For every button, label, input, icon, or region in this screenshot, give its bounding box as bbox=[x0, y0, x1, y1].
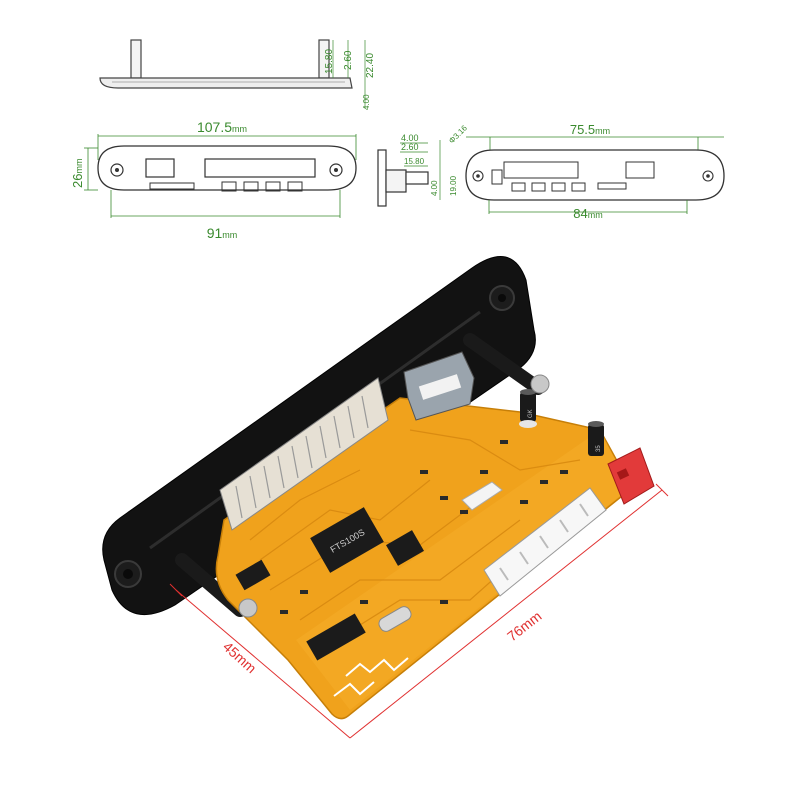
front-width-bottom-value: 91 bbox=[207, 225, 223, 241]
connector-pins bbox=[235, 395, 369, 519]
front-height-unit: mm bbox=[74, 159, 84, 174]
small-width-top: 75.5mm bbox=[570, 122, 610, 137]
power-terminal bbox=[607, 447, 655, 505]
small-side-dim-4-00-b: 4.00 bbox=[430, 180, 439, 196]
main-chip bbox=[310, 507, 384, 573]
hole-diameter: Φ3.16 bbox=[447, 123, 469, 145]
capacitor-1-label: GK bbox=[528, 409, 534, 418]
side-view-small: 4.00 2.60 15.80 4.00 19.00 bbox=[377, 133, 458, 207]
product-board-illustration: FTS100S GK bbox=[102, 256, 655, 720]
front-view-small: Φ3.16 75.5mm 84mm bbox=[447, 122, 725, 221]
smd-components bbox=[280, 440, 568, 614]
front-width-top-value: 107.5 bbox=[197, 119, 232, 135]
small-width-bottom-value: 84 bbox=[573, 206, 587, 221]
small-side-dim-2-60: 2.60 bbox=[401, 142, 419, 152]
bluetooth-chip bbox=[306, 613, 366, 661]
front-width-bottom-unit: mm bbox=[222, 230, 237, 240]
amp-chip bbox=[235, 559, 271, 591]
small-width-top-unit: mm bbox=[595, 126, 610, 136]
small-width-bottom: 84mm bbox=[573, 206, 602, 221]
front-width-top-unit: mm bbox=[232, 124, 247, 134]
side-profile-view: 15.80 2.60 22.40 4.00 bbox=[99, 39, 376, 110]
side-dim-15-80: 15.80 bbox=[324, 49, 335, 74]
capacitor-2: 35 bbox=[588, 421, 604, 456]
side-dim-2-60: 2.60 bbox=[343, 50, 354, 70]
small-side-dim-19-00: 19.00 bbox=[449, 175, 458, 196]
small-side-dim-15-80: 15.80 bbox=[404, 157, 425, 166]
screw-right bbox=[530, 374, 550, 394]
board-length-dim: 76mm bbox=[504, 608, 545, 645]
front-height: 26mm bbox=[70, 159, 85, 188]
white-connector bbox=[461, 481, 503, 511]
display-connector bbox=[219, 377, 389, 531]
capacitor-1: GK bbox=[519, 389, 537, 428]
secondary-chip bbox=[386, 530, 424, 566]
bt-antenna bbox=[345, 657, 409, 677]
small-width-top-value: 75.5 bbox=[570, 122, 595, 137]
crystal-oscillator bbox=[378, 606, 412, 632]
front-width-bottom: 91mm bbox=[207, 225, 238, 241]
front-view-large: 107.5mm 26mm 91mm bbox=[70, 119, 357, 241]
small-side-dim-4-00: 4.00 bbox=[401, 133, 419, 143]
capacitor-2-label: 35 bbox=[596, 445, 602, 452]
screw-left bbox=[238, 598, 258, 618]
side-dim-4-00: 4.00 bbox=[362, 94, 371, 110]
side-dim-22-40: 22.40 bbox=[365, 53, 376, 78]
small-width-bottom-unit: mm bbox=[588, 210, 603, 220]
front-width-top: 107.5mm bbox=[197, 119, 247, 135]
front-height-value: 26 bbox=[70, 174, 85, 188]
